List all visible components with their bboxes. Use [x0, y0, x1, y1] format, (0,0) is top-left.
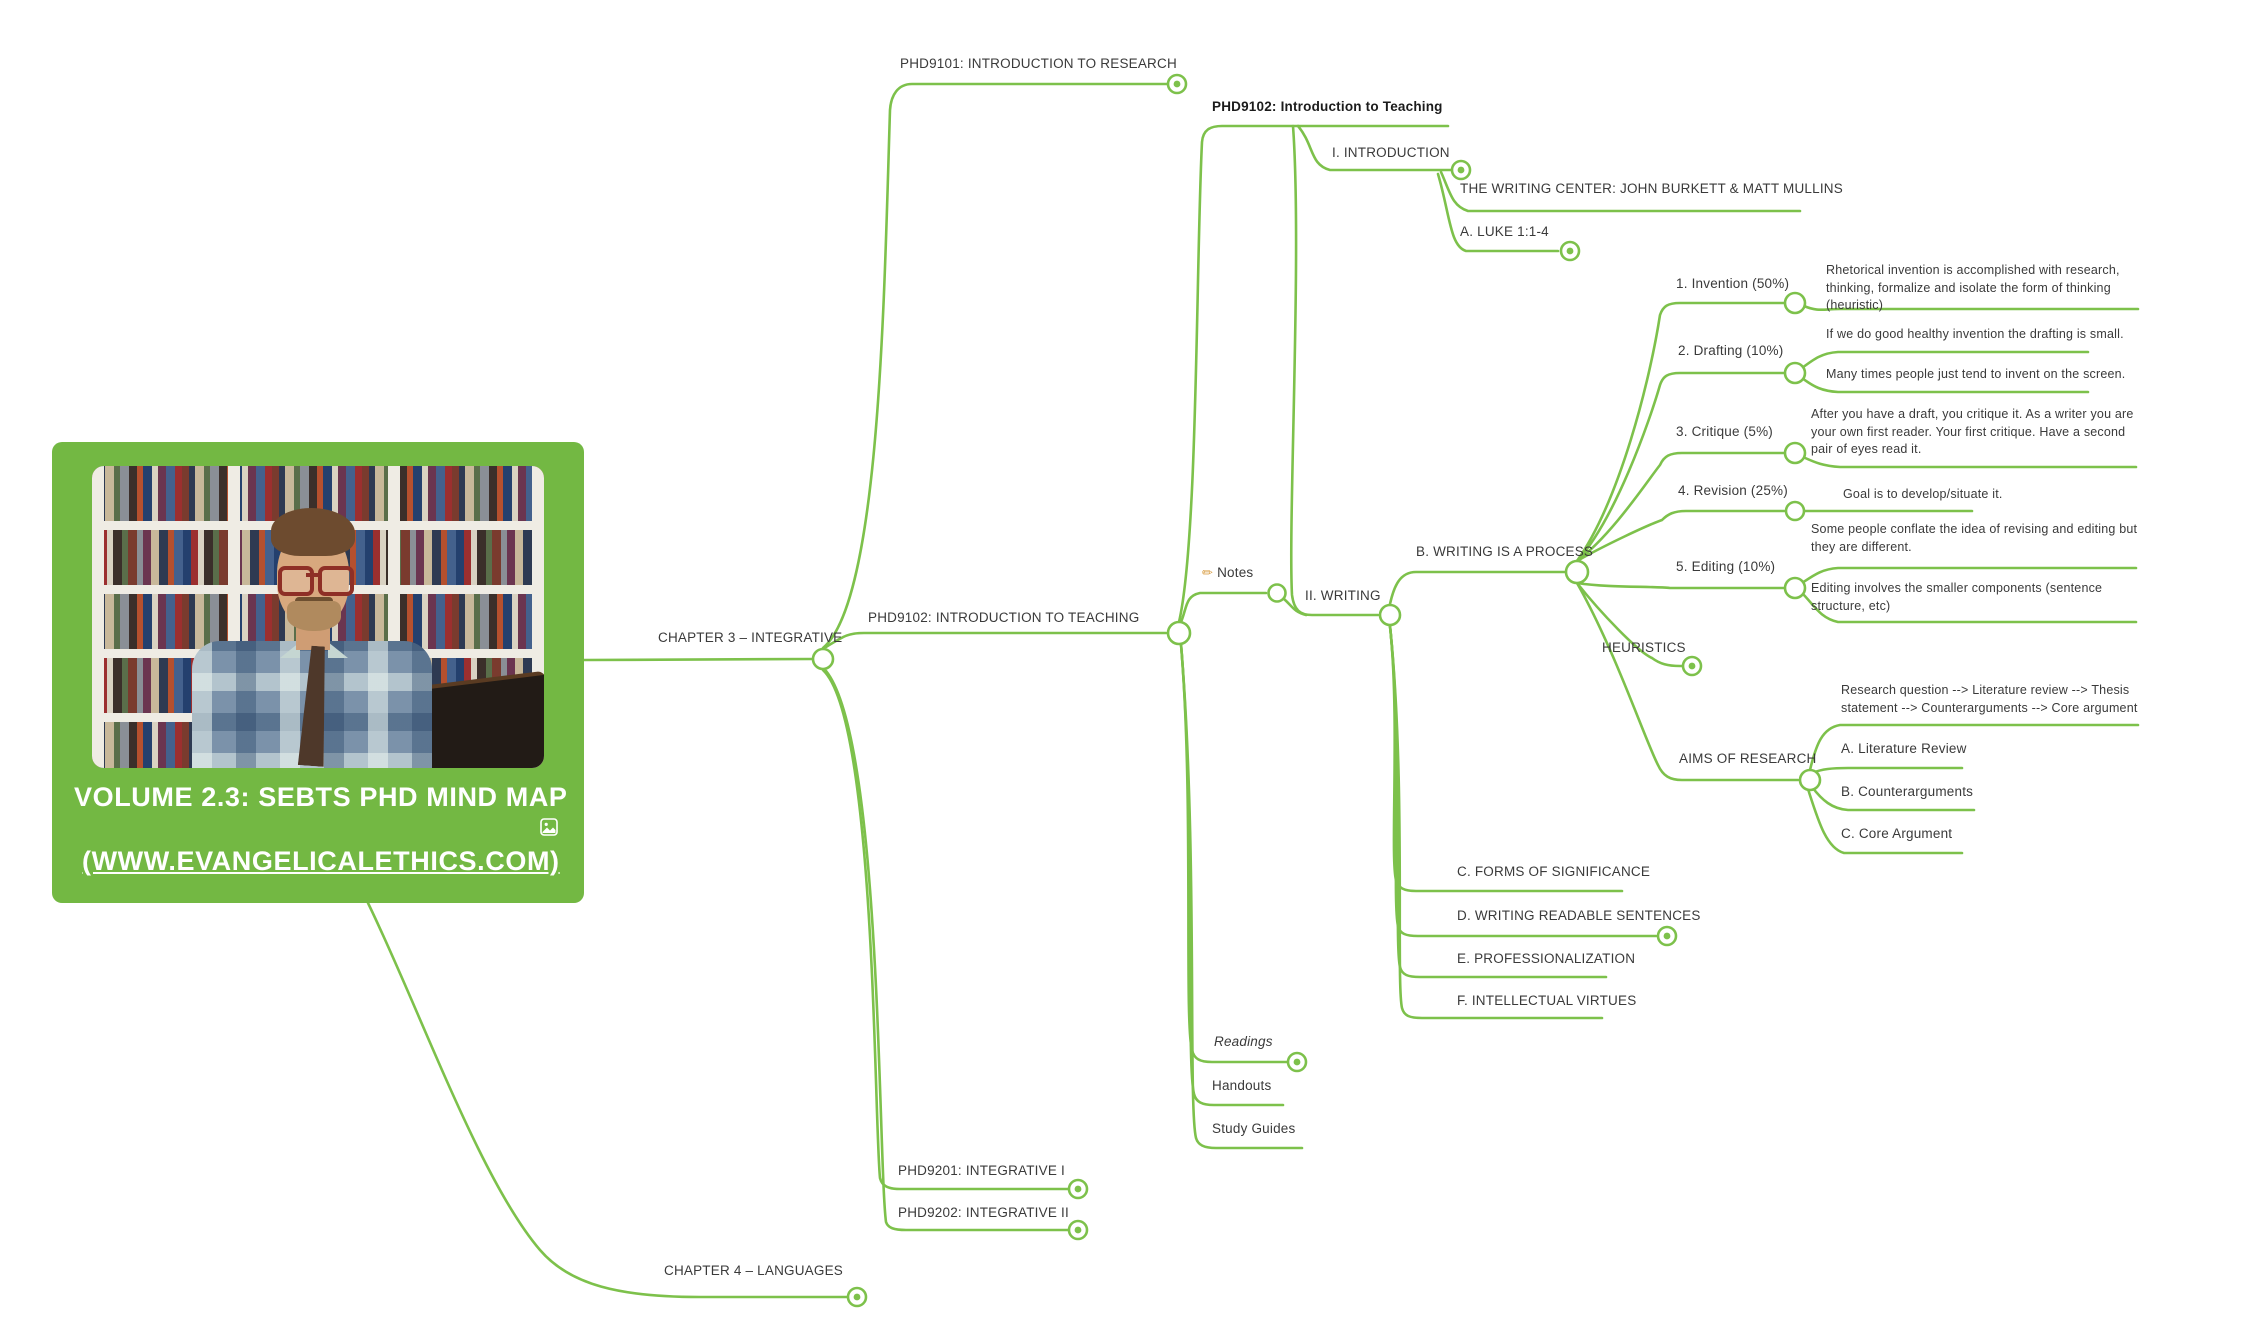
map-title: VOLUME 2.3: SEBTS PHD MIND MAP — [74, 782, 568, 812]
node-aims-of-research[interactable]: AIMS OF RESEARCH — [1679, 751, 1817, 766]
node-handouts[interactable]: Handouts — [1212, 1078, 1272, 1093]
hair — [271, 508, 355, 556]
website-link[interactable]: (WWW.EVANGELICALETHICS.COM) — [82, 846, 560, 876]
node-notes[interactable]: ✏Notes — [1202, 565, 1253, 582]
node-revision[interactable]: 4. Revision (25%) — [1678, 483, 1788, 498]
node-chapter-3[interactable]: CHAPTER 3 – INTEGRATIVE — [658, 630, 843, 645]
node-readings[interactable]: Readings — [1214, 1034, 1273, 1049]
collapse-toggle-icon[interactable] — [1286, 1051, 1308, 1073]
note-aims[interactable]: Research question --> Literature review … — [1841, 683, 2138, 715]
collapse-toggle-icon[interactable] — [1450, 159, 1472, 181]
note-critique[interactable]: After you have a draft, you critique it.… — [1811, 407, 2134, 456]
image-icon — [540, 818, 558, 836]
node-counterarguments[interactable]: B. Counterarguments — [1841, 784, 1974, 799]
node-phd9102-course[interactable]: PHD9102: INTRODUCTION TO TEACHING — [868, 610, 1140, 625]
node-literature-review[interactable]: A. Literature Review — [1841, 741, 1967, 756]
node-phd9201[interactable]: PHD9201: INTEGRATIVE I — [898, 1163, 1065, 1178]
notes-label: Notes — [1217, 565, 1254, 580]
root-node-card[interactable]: VOLUME 2.3: SEBTS PHD MIND MAP (WWW.EVAN… — [52, 442, 584, 903]
node-luke[interactable]: A. LUKE 1:1-4 — [1460, 224, 1549, 239]
node-intellectual-virtues[interactable]: F. INTELLECTUAL VIRTUES — [1457, 993, 1637, 1008]
note-editing-2[interactable]: Editing involves the smaller components … — [1811, 581, 2103, 613]
note-editing-1[interactable]: Some people conflate the idea of revisin… — [1811, 522, 2138, 554]
node-invention[interactable]: 1. Invention (50%) — [1676, 276, 1790, 291]
node-readable-sentences[interactable]: D. WRITING READABLE SENTENCES — [1457, 908, 1701, 923]
note-drafting-2[interactable]: Many times people just tend to invent on… — [1826, 367, 2126, 381]
node-phd9202[interactable]: PHD9202: INTEGRATIVE II — [898, 1205, 1069, 1220]
collapse-toggle-icon[interactable] — [1067, 1178, 1089, 1200]
node-heuristics[interactable]: HEURISTICS — [1602, 640, 1686, 655]
note-revision[interactable]: Goal is to develop/situate it. — [1843, 487, 2003, 501]
collapse-toggle-icon[interactable] — [1681, 655, 1703, 677]
collapse-toggle-icon[interactable] — [1559, 240, 1581, 262]
collapse-toggle-icons[interactable] — [846, 73, 1703, 1308]
node-chapter-4[interactable]: CHAPTER 4 – LANGUAGES — [664, 1263, 844, 1278]
node-drafting[interactable]: 2. Drafting (10%) — [1678, 343, 1784, 358]
node-phd9101[interactable]: PHD9101: INTRODUCTION TO RESEARCH — [900, 56, 1177, 71]
node-writing-process[interactable]: B. WRITING IS A PROCESS — [1416, 544, 1594, 559]
glasses-icon — [278, 566, 314, 596]
node-study-guides[interactable]: Study Guides — [1212, 1121, 1296, 1136]
node-professionalization[interactable]: E. PROFESSIONALIZATION — [1457, 951, 1636, 966]
profile-photo — [92, 466, 544, 768]
branch-junctions — [811, 291, 1822, 792]
pencil-icon: ✏ — [1202, 565, 1214, 580]
collapse-toggle-icon[interactable] — [846, 1286, 868, 1308]
collapse-toggle-icon[interactable] — [1166, 73, 1188, 95]
glasses-icon — [318, 566, 354, 596]
note-drafting-1[interactable]: If we do good healthy invention the draf… — [1826, 327, 2124, 341]
node-core-argument[interactable]: C. Core Argument — [1841, 826, 1953, 841]
branch-lines — [366, 82, 2140, 1299]
collapse-toggle-icon[interactable] — [1067, 1219, 1089, 1241]
node-forms-of-significance[interactable]: C. FORMS OF SIGNIFICANCE — [1457, 864, 1651, 879]
collapse-toggle-icon[interactable] — [1656, 925, 1678, 947]
node-critique[interactable]: 3. Critique (5%) — [1676, 424, 1773, 439]
node-writing[interactable]: II. WRITING — [1305, 588, 1381, 603]
node-introduction[interactable]: I. INTRODUCTION — [1332, 145, 1450, 160]
note-invention[interactable]: Rhetorical invention is accomplished wit… — [1826, 263, 2120, 312]
node-editing[interactable]: 5. Editing (10%) — [1676, 559, 1776, 574]
node-phd9102-session[interactable]: PHD9102: Introduction to Teaching — [1212, 99, 1443, 114]
node-writing-center[interactable]: THE WRITING CENTER: JOHN BURKETT & MATT … — [1460, 181, 1843, 196]
